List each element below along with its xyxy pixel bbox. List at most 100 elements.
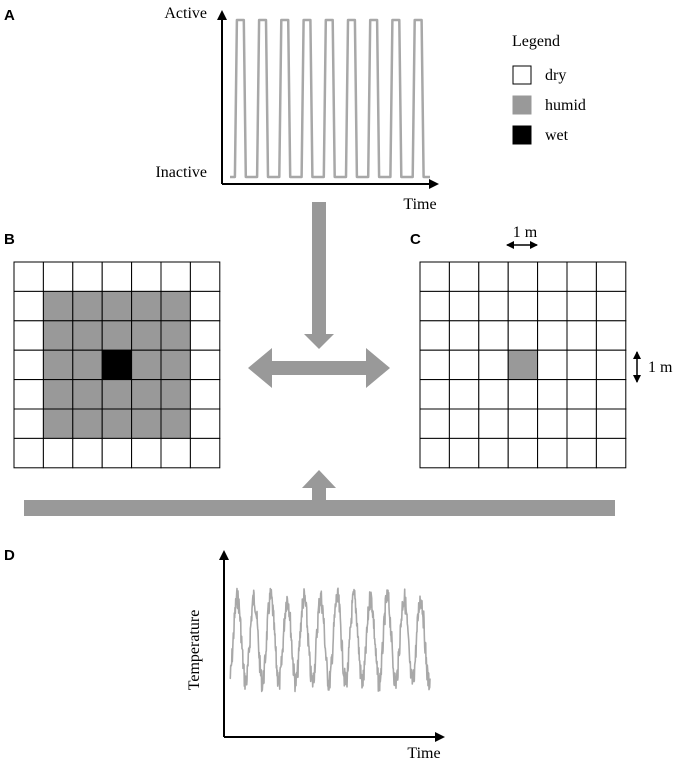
- panel-a: A Active Inactive Time: [4, 5, 439, 213]
- panel-d-time-label: Time: [407, 745, 440, 762]
- grid-cell-dry: [448, 379, 480, 410]
- activity-square-wave: [230, 18, 430, 179]
- panel-c-letter: C: [410, 231, 421, 248]
- grid-cell-dry: [566, 408, 597, 439]
- grid-cell-dry: [507, 290, 539, 322]
- grid-cell-dry: [537, 349, 568, 381]
- legend: Legend dry humid wet: [512, 33, 586, 145]
- legend-swatch-humid: [512, 95, 532, 115]
- grid-cell-dry: [595, 379, 627, 410]
- grid-cell-dry: [13, 379, 44, 410]
- grid-cell-dry: [131, 437, 162, 469]
- temperature-label: Temperature: [186, 610, 203, 691]
- grid-cell-dry: [448, 349, 480, 381]
- grid-cell-dry: [478, 437, 509, 469]
- grid-cell-humid: [72, 408, 103, 439]
- down-arrow: [304, 202, 334, 349]
- grid-cell-dry: [419, 437, 450, 469]
- grid-cell-dry: [419, 408, 450, 439]
- grid-cell-dry: [595, 437, 627, 469]
- grid-cell-dry: [42, 261, 74, 292]
- grid-cell-humid: [131, 349, 162, 381]
- grid-cell-dry: [595, 349, 627, 381]
- grid-cell-dry: [537, 437, 568, 469]
- grid-cell-humid: [160, 379, 191, 410]
- scale-horizontal-label: 1 m: [513, 224, 538, 241]
- grid-cell-dry: [42, 437, 74, 469]
- grid-cell-humid: [42, 290, 74, 322]
- panel-b: B: [4, 231, 221, 469]
- grid-cell-humid: [42, 379, 74, 410]
- grid-cell-dry: [13, 320, 44, 351]
- panel-d-letter: D: [4, 547, 15, 564]
- grid-cell-humid: [160, 320, 191, 351]
- legend-label-wet: wet: [545, 127, 569, 144]
- grid-b: [13, 261, 221, 469]
- grid-cell-humid: [101, 290, 133, 322]
- grid-cell-dry: [478, 408, 509, 439]
- grid-cell-humid: [72, 320, 103, 351]
- grid-cell-humid: [101, 320, 133, 351]
- grid-cell-dry: [478, 320, 509, 351]
- grid-cell-dry: [13, 349, 44, 381]
- grid-cell-dry: [566, 290, 597, 322]
- grid-cell-dry: [478, 261, 509, 292]
- grid-cell-dry: [189, 437, 221, 469]
- grid-cell-humid: [160, 290, 191, 322]
- legend-label-dry: dry: [545, 67, 566, 84]
- grid-cell-humid: [72, 349, 103, 381]
- grid-cell-dry: [72, 437, 103, 469]
- grid-cell-dry: [13, 261, 44, 292]
- grid-cell-dry: [131, 261, 162, 292]
- grid-cell-dry: [507, 379, 539, 410]
- grid-cell-dry: [448, 261, 480, 292]
- legend-title: Legend: [512, 33, 560, 50]
- active-label: Active: [164, 5, 207, 22]
- grid-cell-dry: [189, 320, 221, 351]
- grid-cell-humid: [72, 290, 103, 322]
- grid-cell-dry: [448, 320, 480, 351]
- grid-cell-dry: [448, 290, 480, 322]
- grid-cell-humid: [131, 408, 162, 439]
- grid-cell-dry: [478, 349, 509, 381]
- feedback-bar-arrow: [24, 470, 615, 516]
- panel-d: D Temperature Time: [4, 547, 445, 762]
- grid-cell-dry: [189, 290, 221, 322]
- panel-a-time-label: Time: [403, 196, 436, 213]
- scale-vertical-label: 1 m: [648, 359, 673, 376]
- grid-cell-humid: [42, 349, 74, 381]
- grid-cell-dry: [160, 437, 191, 469]
- grid-cell-dry: [537, 320, 568, 351]
- grid-cell-dry: [566, 437, 597, 469]
- grid-cell-humid: [131, 379, 162, 410]
- grid-cell-dry: [72, 261, 103, 292]
- grid-cell-dry: [101, 437, 133, 469]
- grid-cell-dry: [101, 261, 133, 292]
- grid-cell-dry: [507, 408, 539, 439]
- grid-cell-wet: [101, 349, 133, 381]
- grid-cell-dry: [419, 261, 450, 292]
- grid-cell-dry: [448, 437, 480, 469]
- grid-cell-dry: [189, 379, 221, 410]
- grid-cell-dry: [160, 261, 191, 292]
- grid-cell-dry: [595, 290, 627, 322]
- flow-arrows: [24, 202, 615, 516]
- grid-cell-humid: [101, 379, 133, 410]
- panel-b-letter: B: [4, 231, 15, 248]
- grid-cell-dry: [189, 408, 221, 439]
- grid-cell-humid: [42, 408, 74, 439]
- grid-cell-dry: [595, 261, 627, 292]
- grid-cell-dry: [13, 437, 44, 469]
- grid-cell-humid: [72, 379, 103, 410]
- grid-cell-dry: [566, 349, 597, 381]
- grid-cell-humid: [101, 408, 133, 439]
- grid-cell-dry: [566, 379, 597, 410]
- grid-cell-dry: [419, 349, 450, 381]
- grid-cell-humid: [160, 408, 191, 439]
- temperature-signal: [229, 587, 431, 693]
- grid-cell-humid: [131, 290, 162, 322]
- grid-cell-dry: [507, 437, 539, 469]
- grid-cell-dry: [419, 320, 450, 351]
- grid-cell-dry: [478, 379, 509, 410]
